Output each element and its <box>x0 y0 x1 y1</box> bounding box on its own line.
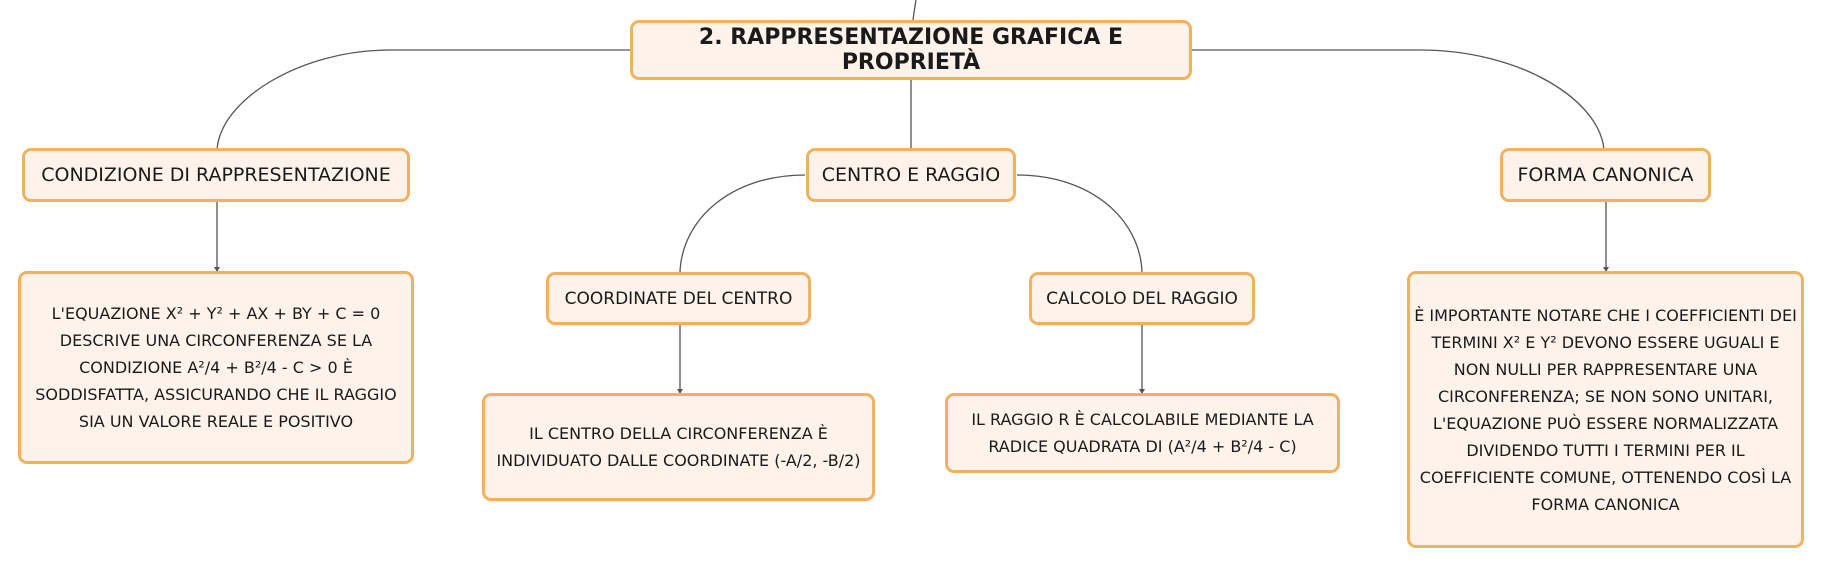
arrow-forma-detail <box>1603 267 1609 272</box>
node-forma-canonica[interactable]: FORMA CANONICA <box>1500 148 1711 202</box>
condizione-detail-text: L'EQUAZIONE X² + Y² + AX + BY + C = 0 DE… <box>35 304 397 431</box>
node-forma-label: FORMA CANONICA <box>1517 164 1694 186</box>
arrow-calcolo-detail <box>1139 389 1145 394</box>
link-centro-coordinate <box>679 174 806 273</box>
root-node-label: 2. RAPPRESENTAZIONE GRAFICA E PROPRIETÀ <box>698 25 1124 75</box>
link-root-forma <box>1192 49 1605 151</box>
node-condizione-di-rappresentazione[interactable]: CONDIZIONE DI RAPPRESENTAZIONE <box>22 148 410 202</box>
node-coordinate-del-centro[interactable]: COORDINATE DEL CENTRO <box>546 272 811 325</box>
calcolo-detail-text: IL RAGGIO R È CALCOLABILE MEDIANTE LA RA… <box>971 410 1314 456</box>
node-coordinate-label: COORDINATE DEL CENTRO <box>564 288 793 309</box>
node-centro-e-raggio[interactable]: CENTRO E RAGGIO <box>806 148 1016 202</box>
node-condizione-detail[interactable]: L'EQUAZIONE X² + Y² + AX + BY + C = 0 DE… <box>18 271 414 464</box>
coordinate-detail-text: IL CENTRO DELLA CIRCONFERENZA È INDIVIDU… <box>496 424 861 470</box>
node-forma-detail[interactable]: È IMPORTANTE NOTARE CHE I COEFFICIENTI D… <box>1407 271 1804 548</box>
root-node[interactable]: 2. RAPPRESENTAZIONE GRAFICA E PROPRIETÀ <box>630 20 1192 80</box>
link-centro-calcolo <box>1016 174 1143 273</box>
node-coordinate-detail[interactable]: IL CENTRO DELLA CIRCONFERENZA È INDIVIDU… <box>482 393 875 501</box>
forma-detail-text: È IMPORTANTE NOTARE CHE I COEFFICIENTI D… <box>1414 305 1797 514</box>
link-root-condizione <box>216 49 630 151</box>
node-calcolo-label: CALCOLO DEL RAGGIO <box>1046 288 1238 309</box>
node-condizione-label: CONDIZIONE DI RAPPRESENTAZIONE <box>41 164 391 186</box>
node-centro-raggio-label: CENTRO E RAGGIO <box>821 164 1001 186</box>
arrow-coordinate-detail <box>677 389 683 394</box>
arrow-condizione-detail <box>214 267 220 272</box>
node-calcolo-detail[interactable]: IL RAGGIO R È CALCOLABILE MEDIANTE LA RA… <box>945 393 1340 473</box>
link-parent-root <box>912 0 917 21</box>
node-calcolo-del-raggio[interactable]: CALCOLO DEL RAGGIO <box>1029 272 1255 325</box>
